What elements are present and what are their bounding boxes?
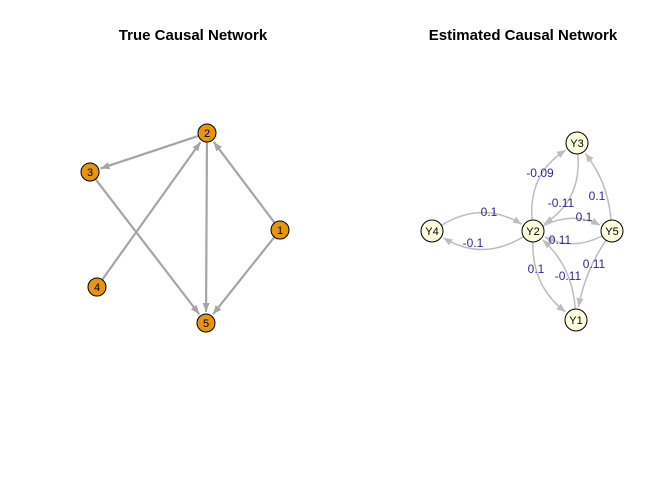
edge-weight-Y1-Y2: -0.11 [555, 269, 582, 283]
edge-2-3 [100, 135, 199, 170]
edge-weight-Y5-Y1: 0.11 [583, 257, 606, 271]
edge-Y2-Y5 [542, 217, 601, 227]
edge-weight-Y5-Y2: 0.11 [549, 233, 572, 247]
edge-weight-Y4-Y2: 0.1 [481, 205, 498, 219]
node-label-2: 2 [204, 128, 210, 140]
edge-3-5 [94, 178, 200, 315]
node-label-Y2: Y2 [526, 226, 539, 238]
true-network-graph: 1 2 3 4 5 [80, 123, 290, 333]
edge-4-2 [101, 141, 202, 280]
node-Y4 [420, 219, 444, 243]
edge-Y2-Y1 [532, 242, 566, 313]
node-1 [270, 220, 290, 240]
edge-weight-Y2-Y4: -0.1 [463, 236, 484, 250]
edge-Y5-Y3 [584, 153, 612, 220]
node-label-Y4: Y4 [425, 226, 438, 238]
node-label-4: 4 [94, 282, 100, 294]
edge-Y1-Y2 [542, 239, 576, 309]
node-label-3: 3 [87, 167, 93, 179]
edge-weight-Y2-Y3: -0.09 [526, 166, 554, 180]
edge-weight-Y3-Y2: -0.11 [548, 196, 575, 210]
node-Y3 [565, 131, 589, 155]
edge-Y2-Y4 [443, 236, 524, 251]
edge-1-5 [212, 236, 275, 315]
edge-Y5-Y2 [544, 235, 603, 245]
node-Y2 [521, 219, 545, 243]
node-2 [197, 123, 217, 143]
node-Y5 [600, 219, 624, 243]
edge-1-2 [213, 141, 276, 224]
node-label-Y3: Y3 [570, 138, 583, 150]
node-5 [196, 313, 216, 333]
edge-2-5 [202, 141, 210, 313]
left-panel-title: True Causal Network [119, 27, 268, 44]
node-label-1: 1 [277, 225, 283, 237]
node-label-Y1: Y1 [569, 315, 582, 327]
node-label-Y5: Y5 [605, 226, 618, 238]
node-4 [87, 277, 107, 297]
edge-weight-Y5-Y3: 0.1 [589, 189, 606, 203]
edge-Y5-Y1 [576, 240, 607, 308]
edge-Y3-Y2 [544, 154, 579, 225]
node-label-5: 5 [203, 318, 209, 330]
edge-Y2-Y3 [531, 149, 566, 220]
edge-weight-Y2-Y1: 0.1 [528, 262, 545, 276]
node-3 [80, 162, 100, 182]
node-Y1 [564, 308, 588, 332]
edge-Y4-Y2 [441, 211, 522, 226]
edge-weight-Y2-Y5: 0.1 [576, 210, 593, 224]
right-panel-title: Estimated Causal Network [429, 27, 618, 44]
